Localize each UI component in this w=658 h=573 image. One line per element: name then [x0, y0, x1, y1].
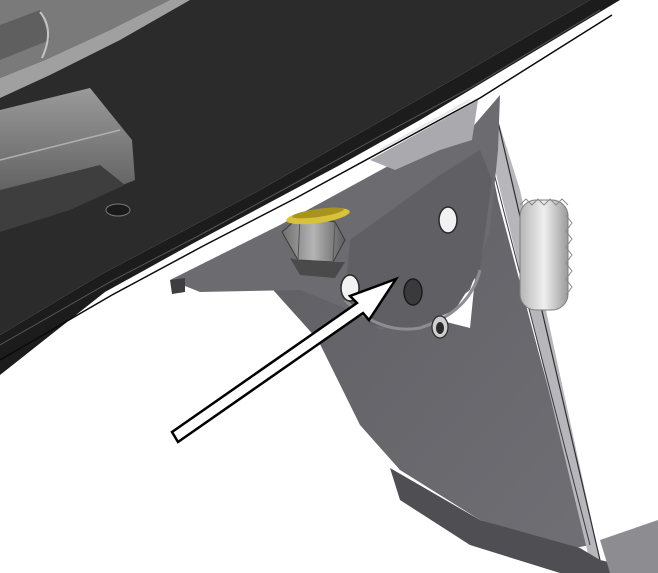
hole-bottom	[431, 315, 449, 339]
support-leg	[248, 120, 658, 573]
square-tube	[0, 88, 135, 232]
yellow-washer	[286, 207, 350, 225]
adjustment-knob	[519, 198, 573, 311]
square-tube	[0, 0, 190, 98]
hex-nut	[281, 215, 346, 278]
hole-top	[438, 206, 458, 234]
pointer-arrow	[170, 276, 400, 444]
frame-beam	[0, 0, 620, 375]
hole-target	[403, 278, 423, 306]
